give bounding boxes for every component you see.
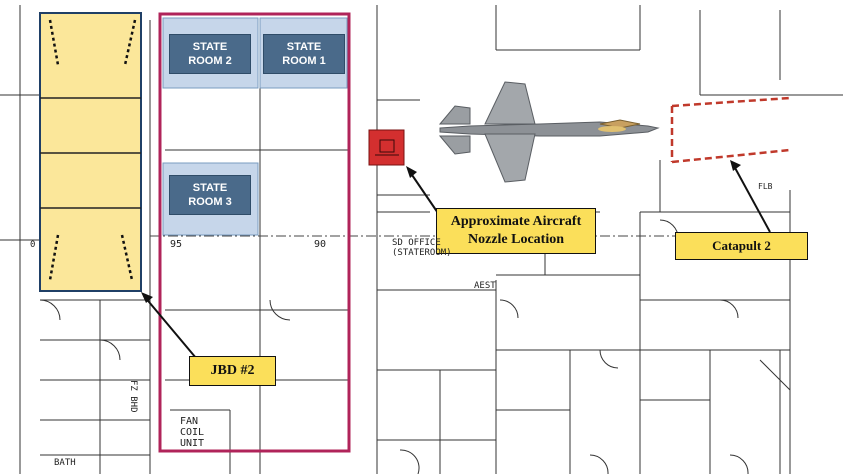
state-room-2-label: STATE ROOM 2 bbox=[169, 34, 251, 74]
catapult-callout: Catapult 2 bbox=[675, 232, 808, 260]
frame-0-label: 0 bbox=[30, 240, 36, 250]
bath-label: BATH bbox=[54, 458, 76, 468]
leader-arrowheads bbox=[141, 160, 741, 303]
jbd-panels bbox=[39, 12, 142, 292]
flb-label: FLB bbox=[758, 182, 773, 191]
magenta-compartment-outline bbox=[158, 12, 351, 453]
sd-office-label: SD OFFICE (STATEROOM) bbox=[392, 238, 452, 258]
f35-aircraft-icon bbox=[438, 81, 660, 183]
frame-95-label: 95 bbox=[170, 239, 183, 250]
frame-90-label: 90 bbox=[314, 239, 327, 250]
fan-coil-unit-label: FAN COIL UNIT bbox=[180, 416, 205, 449]
state-room-3-label: STATE ROOM 3 bbox=[169, 175, 251, 215]
aest-label: AEST bbox=[474, 281, 496, 291]
nozzle-marker-icon bbox=[368, 129, 405, 166]
state-room-1-label: STATE ROOM 1 bbox=[263, 34, 345, 74]
catapult-outline bbox=[670, 96, 791, 164]
leader-lines bbox=[143, 165, 771, 359]
nozzle-location-callout: Approximate Aircraft Nozzle Location bbox=[436, 208, 596, 254]
bhd-label: FZ BHD bbox=[128, 380, 138, 413]
jbd-callout: JBD #2 bbox=[189, 356, 276, 386]
